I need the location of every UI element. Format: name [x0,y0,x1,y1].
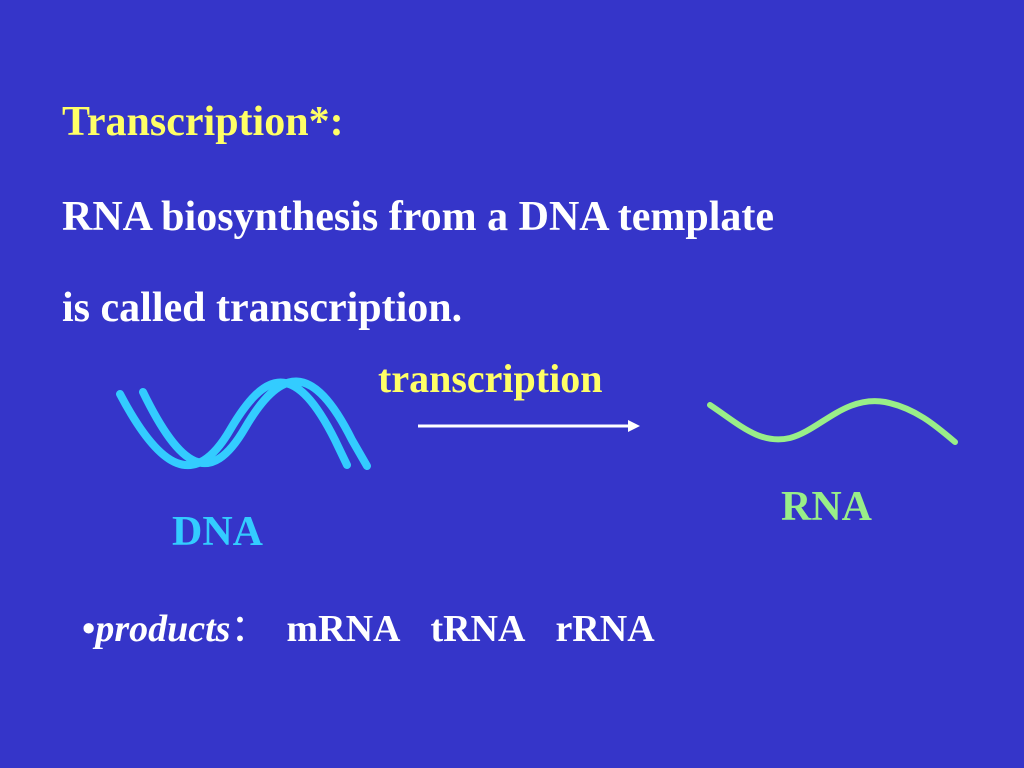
product-trna: tRNA [430,608,526,650]
definition-line-2: is called transcription. [62,285,463,331]
products-label: products [95,608,231,650]
dna-strand-2 [139,377,371,470]
rna-strand [707,398,958,445]
dna-strand-1 [116,378,351,469]
rna-label: RNA [781,484,872,530]
transcription-arrow-head [628,420,640,432]
products-separator: ： [230,608,269,650]
product-mrna: mRNA [286,608,401,650]
definition-line-1: RNA biosynthesis from a DNA template [62,194,775,240]
product-rrna: rRNA [555,608,655,650]
dna-label: DNA [172,509,263,555]
products-line: •products： mRNA tRNA rRNA [82,607,655,651]
transcription-arrow-label: transcription [378,356,603,401]
slide-heading: Transcription*: [62,99,344,145]
bullet: • [82,608,96,650]
